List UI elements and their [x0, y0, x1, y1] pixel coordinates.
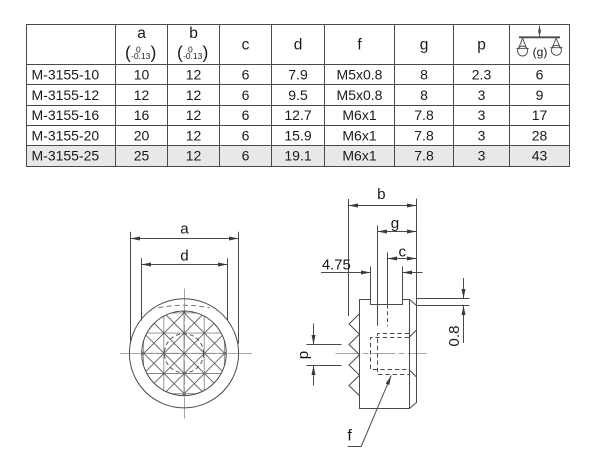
svg-text:9.5: 9.5: [288, 87, 308, 103]
svg-text:M-3155-16: M-3155-16: [32, 107, 100, 123]
svg-text:12: 12: [134, 87, 150, 103]
svg-text:20: 20: [134, 127, 150, 143]
svg-text:6: 6: [242, 127, 250, 143]
svg-text:0: 0: [188, 44, 193, 54]
svg-text:b: b: [189, 25, 198, 42]
svg-text:0.8: 0.8: [446, 325, 463, 346]
svg-text:6: 6: [242, 67, 250, 83]
svg-text:10: 10: [134, 67, 150, 83]
svg-text:3: 3: [478, 148, 486, 164]
svg-text:(: (: [125, 43, 131, 63]
svg-text:7.8: 7.8: [414, 127, 434, 143]
svg-text:a: a: [137, 25, 146, 42]
svg-text:9: 9: [536, 87, 544, 103]
svg-text:2.3: 2.3: [472, 67, 492, 83]
svg-text:7.8: 7.8: [414, 107, 434, 123]
svg-text:g: g: [420, 37, 429, 54]
svg-text:12: 12: [186, 67, 202, 83]
svg-text:8: 8: [420, 67, 428, 83]
svg-text:7.9: 7.9: [288, 67, 308, 83]
svg-text:4.75: 4.75: [322, 258, 351, 274]
svg-text:6: 6: [242, 107, 250, 123]
svg-text:f: f: [347, 428, 352, 445]
svg-text:d: d: [180, 247, 188, 264]
svg-text:c: c: [399, 243, 407, 260]
svg-text:b: b: [377, 186, 385, 203]
svg-text:12: 12: [186, 87, 202, 103]
svg-text:M5x0.8: M5x0.8: [337, 87, 383, 103]
svg-text:6: 6: [242, 148, 250, 164]
svg-text:3: 3: [478, 87, 486, 103]
svg-text:p: p: [295, 351, 312, 359]
svg-text:12: 12: [186, 127, 202, 143]
svg-text:(g): (g): [533, 45, 548, 59]
svg-text:g: g: [391, 215, 399, 232]
svg-text:19.1: 19.1: [284, 148, 311, 164]
svg-text:8: 8: [420, 87, 428, 103]
svg-text:0: 0: [136, 44, 141, 54]
svg-text:12: 12: [186, 148, 202, 164]
svg-text:M6x1: M6x1: [342, 127, 376, 143]
svg-text:-0.13: -0.13: [131, 51, 151, 61]
svg-text:6: 6: [536, 67, 544, 83]
svg-text:d: d: [294, 37, 303, 54]
svg-text:3: 3: [478, 127, 486, 143]
svg-text:f: f: [357, 37, 362, 54]
svg-text:): ): [203, 43, 209, 63]
svg-text:(: (: [177, 43, 183, 63]
svg-text:-0.13: -0.13: [183, 51, 203, 61]
svg-text:17: 17: [532, 107, 548, 123]
svg-text:12: 12: [186, 107, 202, 123]
svg-text:M5x0.8: M5x0.8: [337, 67, 383, 83]
svg-text:): ): [151, 43, 157, 63]
svg-text:c: c: [242, 37, 250, 54]
svg-text:16: 16: [134, 107, 150, 123]
svg-text:15.9: 15.9: [284, 127, 311, 143]
svg-text:25: 25: [134, 148, 150, 164]
svg-text:M-3155-25: M-3155-25: [32, 148, 100, 164]
svg-text:M6x1: M6x1: [342, 107, 376, 123]
svg-text:p: p: [477, 37, 486, 54]
svg-text:3: 3: [478, 107, 486, 123]
svg-text:28: 28: [532, 127, 548, 143]
svg-text:M-3155-10: M-3155-10: [32, 67, 100, 83]
svg-text:M-3155-20: M-3155-20: [32, 127, 100, 143]
svg-text:12.7: 12.7: [284, 107, 311, 123]
svg-text:M-3155-12: M-3155-12: [32, 87, 100, 103]
svg-text:a: a: [180, 221, 189, 238]
svg-text:7.8: 7.8: [414, 148, 434, 164]
svg-text:43: 43: [532, 148, 548, 164]
svg-text:M6x1: M6x1: [342, 148, 376, 164]
svg-text:6: 6: [242, 87, 250, 103]
